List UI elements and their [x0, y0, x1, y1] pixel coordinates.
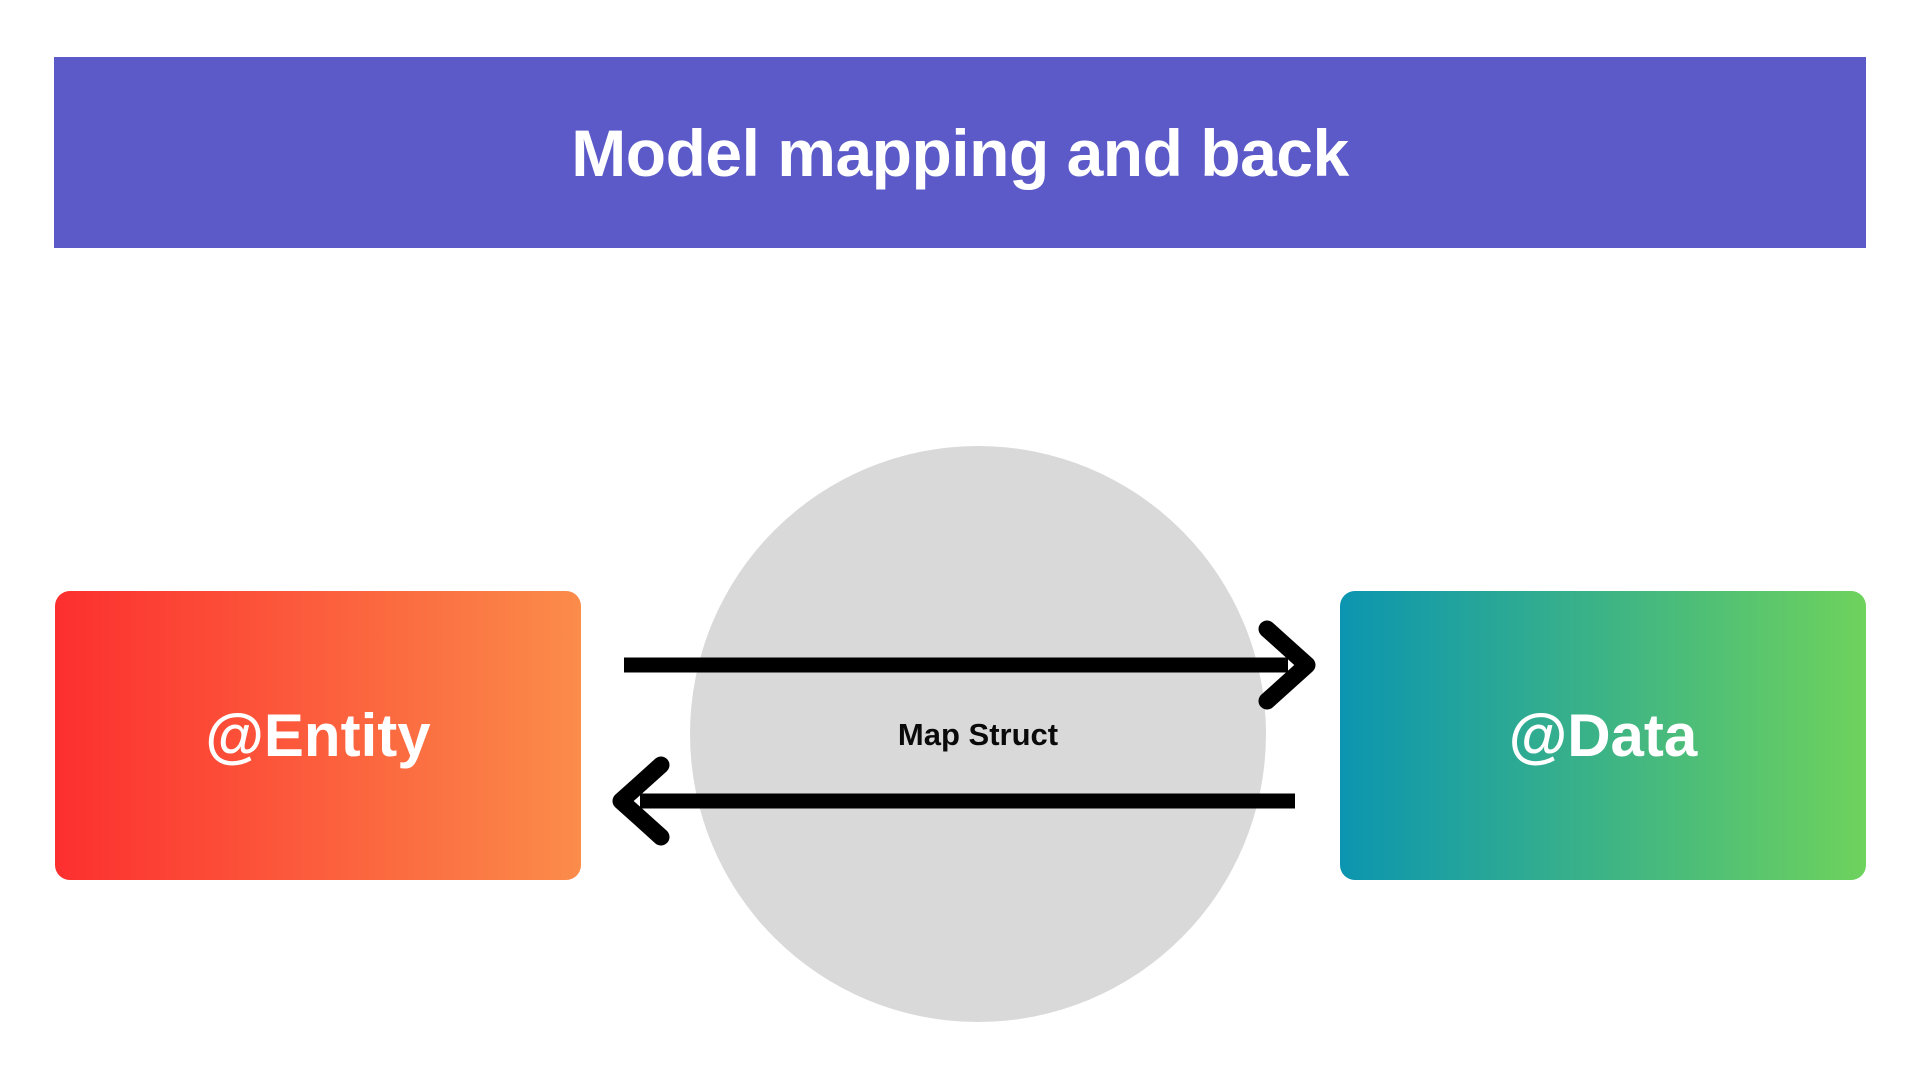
- node-card-entity-label: @Entity: [205, 701, 431, 769]
- arrow-entity-to-data[interactable]: [624, 620, 1316, 710]
- node-card-entity[interactable]: @Entity: [55, 591, 581, 880]
- page-title: Model mapping and back: [571, 115, 1349, 190]
- arrow-data-to-entity-head-icon: [612, 756, 670, 846]
- arrow-data-to-entity[interactable]: [612, 756, 1295, 846]
- map-struct-label: Map Struct: [897, 716, 1059, 752]
- node-card-data-label: @Data: [1508, 701, 1698, 769]
- map-struct-hub-circle: Map Struct: [690, 446, 1266, 1022]
- title-banner: Model mapping and back: [54, 57, 1866, 248]
- arrow-entity-to-data-head-icon: [1258, 620, 1316, 710]
- node-card-data[interactable]: @Data: [1340, 591, 1866, 880]
